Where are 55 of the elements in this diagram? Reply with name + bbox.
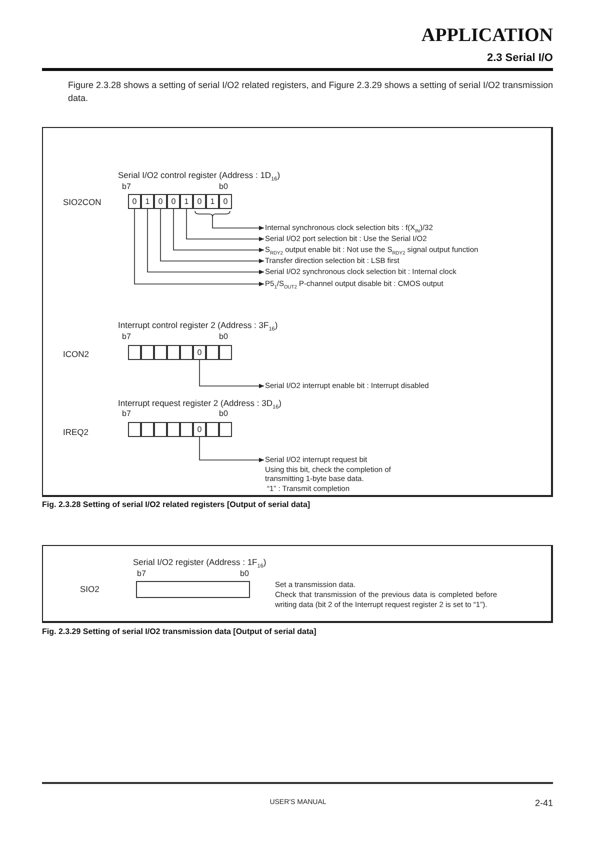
leader-line: [147, 208, 264, 274]
leader-line: [186, 208, 264, 242]
leader-line: [212, 216, 264, 230]
register-cell: [219, 345, 232, 360]
bit-label: b0: [240, 569, 249, 579]
bit-value: 1: [141, 194, 154, 209]
bit-value: 0: [193, 194, 206, 209]
register-cell: [128, 345, 141, 360]
register-cell: [206, 345, 219, 360]
bit-value: 1: [206, 194, 219, 209]
bit-label: b0: [219, 332, 228, 342]
bit-value: 0: [154, 194, 167, 209]
leader-line: [173, 208, 264, 252]
bit-value: 0: [193, 345, 206, 360]
figure-caption: Fig. 2.3.29 Setting of serial I/O2 transmission data [Output of serial data]: [42, 627, 316, 637]
bit-label: b7: [122, 409, 131, 419]
register-cell: [167, 345, 180, 360]
bit-label: b0: [219, 409, 228, 419]
register-cell: [154, 345, 167, 360]
register-label: Interrupt request register 2 (Address : 3D$_{16}$): [118, 398, 282, 408]
leader-line: [199, 360, 264, 388]
bit-value: 0: [167, 194, 180, 209]
bit-value: 0: [193, 422, 206, 437]
register-label: ICON2: [63, 349, 89, 359]
bit-label: b7: [137, 569, 146, 579]
page-title: APPLICATION: [421, 25, 553, 47]
register-cell: [154, 422, 167, 437]
register-cell: [141, 422, 154, 437]
register-cell: [206, 422, 219, 437]
figure-caption: Fig. 2.3.28 Setting of serial I/O2 related registers [Output of serial data]: [42, 500, 310, 510]
register-label: Interrupt control register 2 (Address : 3F$_{16}$): [118, 320, 278, 330]
register-field: [136, 581, 250, 598]
page-number: 2-41: [534, 798, 553, 808]
bit-label: b0: [219, 182, 228, 192]
leader-line: [199, 436, 264, 462]
bit-label: b7: [122, 332, 131, 342]
register-label: Serial I/O2 control register (Address : 1D$_{16}$): [118, 170, 280, 180]
bit-value: 1: [180, 194, 193, 209]
register-label: SIO2CON: [63, 197, 102, 207]
register-cell: [128, 422, 141, 437]
intro-paragraph: Figure 2.3.28 shows a setting of serial I/O2 related registers, and Figure 2.3.29 shows a setting of serial I/O2 transmission data.: [68, 79, 553, 104]
bit-value: 0: [219, 194, 232, 209]
bit-value: 0: [128, 194, 141, 209]
register-cell: [180, 422, 193, 437]
register-cell: [180, 345, 193, 360]
register-label: IREQ2: [63, 427, 89, 437]
section-heading: 2.3 Serial I/O: [486, 52, 553, 65]
register-label: Serial I/O2 register (Address : 1F$_{16}$): [133, 557, 266, 567]
register-label: SIO2: [80, 584, 100, 594]
leader-line: [160, 208, 264, 264]
bit-label: b7: [122, 182, 131, 192]
register-cell: [141, 345, 154, 360]
leader-line: [134, 208, 264, 286]
register-cell: [219, 422, 232, 437]
register-cell: [167, 422, 180, 437]
